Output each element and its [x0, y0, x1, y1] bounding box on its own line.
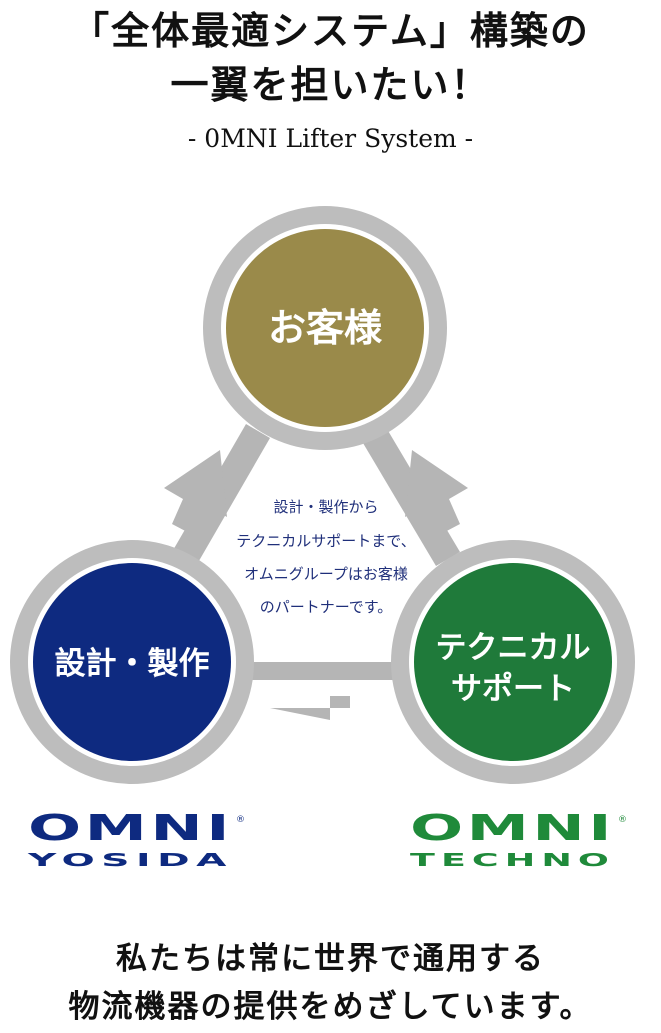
- arrow-up-right: [405, 450, 468, 534]
- design-circle: [33, 563, 231, 761]
- design-label: 設計・製作: [55, 646, 210, 682]
- footer-line-1: 私たちは常に世界で通用する: [116, 941, 545, 977]
- subtitle: - 0MNI Lifter System -: [187, 124, 474, 153]
- customer-node: お客様: [203, 206, 447, 450]
- yosida-logo-word: OMNI: [28, 808, 233, 849]
- techno-registered-mark: ®: [618, 815, 627, 825]
- center-text-line-1: 設計・製作から: [273, 498, 378, 516]
- partner-cycle-diagram: お客様 設計・製作 テクニカル サポート 設計・製作から テクニカルサポートまで…: [10, 206, 635, 871]
- yosida-registered-mark: ®: [236, 815, 245, 825]
- omni-techno-logo: OMNI ® TECHNO: [410, 808, 627, 871]
- design-node: 設計・製作: [10, 540, 254, 784]
- customer-circle: [226, 229, 424, 427]
- techno-logo-sub: TECHNO: [410, 850, 615, 871]
- footer-line-2: 物流機器の提供をめざしています。: [68, 989, 593, 1025]
- support-label-line-1: テクニカル: [436, 630, 591, 666]
- arrow-left-bottom: [270, 696, 350, 720]
- yosida-logo-sub: YOSIDA: [26, 850, 233, 871]
- headline-line-1: 「全体最適システム」構築の: [71, 8, 590, 53]
- center-text-line-3: オムニグループはお客様: [244, 565, 408, 583]
- support-node: テクニカル サポート: [391, 540, 635, 784]
- omni-yosida-logo: OMNI ® YOSIDA: [26, 808, 245, 871]
- support-label-line-2: サポート: [451, 671, 575, 707]
- center-text-line-4: のパートナーです。: [260, 598, 393, 616]
- customer-label: お客様: [268, 306, 383, 350]
- center-text-line-2: テクニカルサポートまで、: [236, 532, 415, 550]
- headline-line-2: 一翼を担いたい！: [170, 62, 491, 107]
- center-description: 設計・製作から テクニカルサポートまで、 オムニグループはお客様 のパートナーで…: [236, 498, 415, 616]
- band-bottom: [250, 662, 410, 680]
- techno-logo-word: OMNI: [410, 808, 615, 849]
- support-circle: [414, 563, 612, 761]
- arrow-up-left: [164, 450, 227, 534]
